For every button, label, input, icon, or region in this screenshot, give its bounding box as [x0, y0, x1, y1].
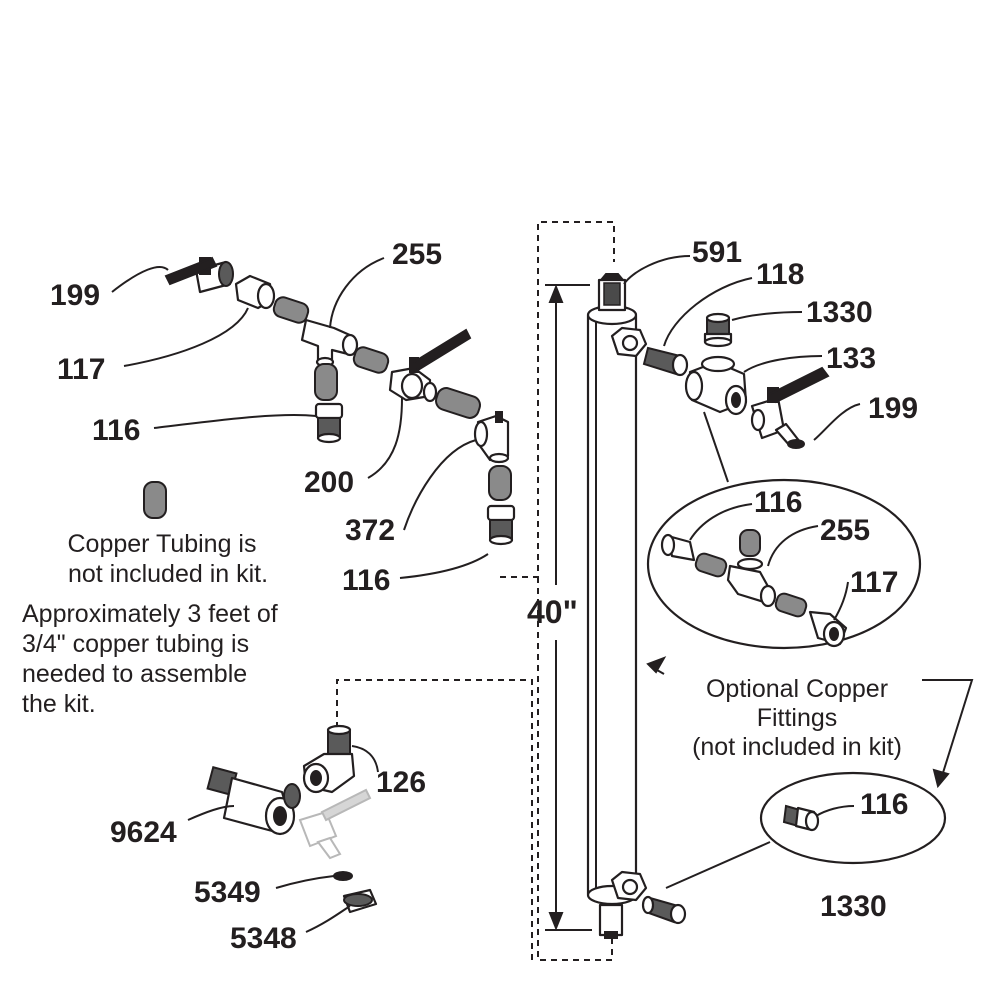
copper-tube-segment	[352, 346, 390, 374]
elbow-372	[473, 411, 510, 464]
label-5348: 5348	[230, 922, 297, 955]
dashed-connection-bypass	[336, 679, 533, 960]
label-117-inset: 117	[850, 566, 898, 599]
adapter-116-bottom	[486, 504, 516, 546]
label-1330-bottom: 1330	[820, 890, 887, 923]
note-approx-line-3: needed to assemble	[22, 660, 247, 688]
small-inset-adapter-116	[782, 804, 820, 832]
bottom-stub	[598, 903, 624, 939]
copper-tube-segment	[314, 363, 338, 401]
note-approx-line-2: 3/4" copper tubing is	[22, 630, 249, 658]
label-1330-top: 1330	[806, 296, 873, 329]
note-approx-line-1: Approximately 3 feet of	[22, 600, 278, 628]
label-116-bottom: 116	[342, 564, 390, 597]
inset-copper-tube	[774, 592, 808, 618]
inset-adapter-116	[660, 533, 696, 562]
drain-valve-199-left	[164, 256, 234, 294]
inset-copper-tube	[694, 552, 728, 578]
copper-tubing-legend-icon	[143, 481, 167, 519]
nipple-1330-top	[703, 312, 733, 348]
inset-copper-tube	[739, 529, 761, 557]
copper-tube-segment	[435, 387, 481, 419]
copper-tube-segment	[488, 465, 512, 501]
note-copper-line-1: Copper Tubing is	[67, 530, 256, 558]
height-dimension: 40"	[527, 284, 592, 931]
dashed-connection-column	[500, 221, 615, 578]
cap-5348	[342, 888, 378, 914]
note-approx-line-4: the kit.	[22, 690, 96, 718]
note-optional-line-2: Fittings	[757, 704, 838, 732]
label-5349: 5349	[194, 876, 261, 909]
label-116-inset: 116	[754, 486, 802, 519]
tee-133	[684, 355, 748, 416]
leader-lines	[111, 255, 974, 933]
label-116-left: 116	[92, 414, 140, 447]
label-118: 118	[756, 258, 804, 291]
small-inset-1330	[759, 771, 947, 865]
tee-255-top	[300, 318, 359, 368]
inset-tee-255	[726, 557, 777, 608]
label-117-left: 117	[57, 353, 105, 386]
optional-fittings-inset	[646, 478, 922, 650]
drain-valve-ghost	[298, 788, 372, 860]
label-199-right: 199	[868, 392, 918, 425]
note-copper-line-2: not included in kit.	[68, 560, 268, 588]
label-255-top: 255	[392, 238, 442, 271]
top-port-nut	[610, 326, 648, 358]
label-126: 126	[376, 766, 426, 799]
bottom-nipple-1330	[641, 895, 687, 925]
label-133: 133	[826, 342, 876, 375]
drain-valve-199-right	[750, 366, 830, 449]
label-200: 200	[304, 466, 354, 499]
elbow-126	[302, 724, 356, 794]
top-cap-591	[597, 273, 627, 312]
adapter-117-left	[234, 274, 276, 310]
arrow-to-small-inset	[932, 768, 950, 789]
dimension-40-inch: 40"	[527, 594, 578, 630]
washer-5349	[333, 871, 353, 881]
bottom-port-nut	[610, 870, 648, 902]
label-116-small-inset: 116	[860, 788, 908, 821]
label-372: 372	[345, 514, 395, 547]
adapter-9624	[206, 766, 301, 836]
resin-column	[586, 304, 638, 906]
arrow-to-optional-inset	[646, 656, 667, 674]
nipple-118	[642, 346, 689, 377]
note-optional-line-3: (not included in kit)	[692, 733, 902, 761]
label-591: 591	[692, 236, 742, 269]
label-255-inset: 255	[820, 514, 870, 547]
label-9624: 9624	[110, 816, 177, 849]
dashed-column-outline-bottom	[537, 577, 613, 961]
adapter-116-left	[314, 402, 344, 444]
inset-adapter-117	[808, 610, 848, 648]
copper-tube-segment	[272, 296, 310, 324]
label-199-left: 199	[50, 279, 100, 312]
note-optional-line-1: Optional Copper	[706, 675, 888, 703]
ball-valve-200	[388, 328, 472, 403]
